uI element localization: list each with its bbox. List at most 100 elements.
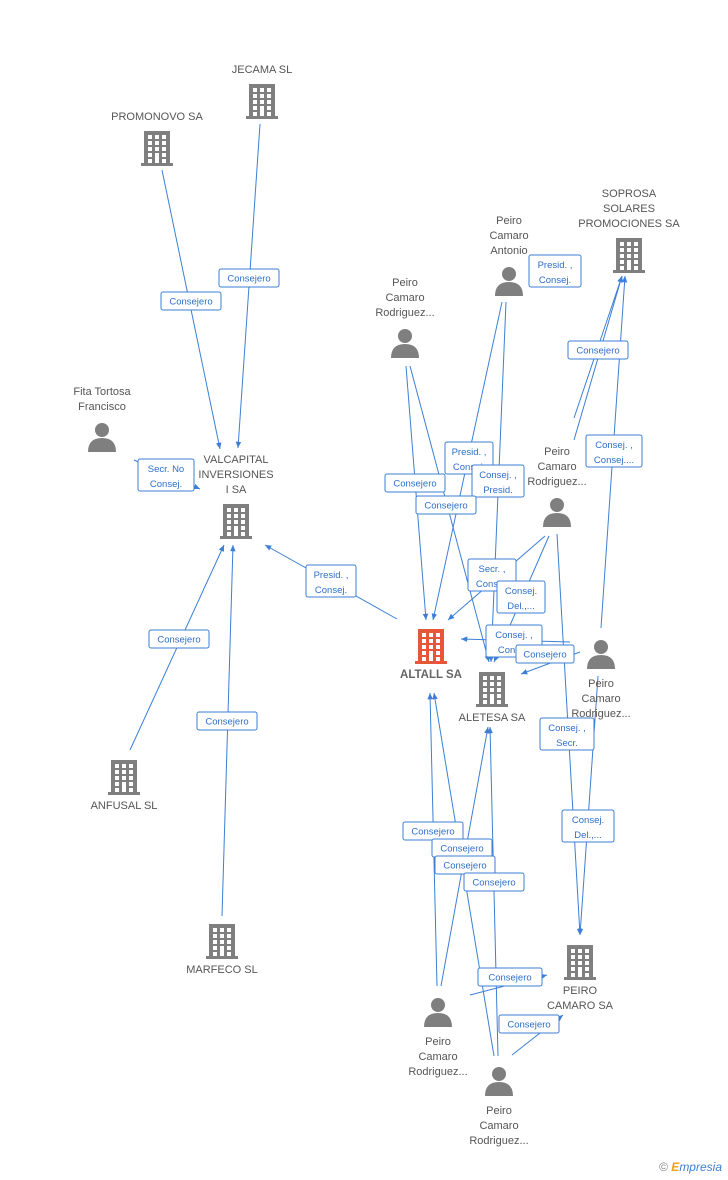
edge-label-text: Consejero bbox=[507, 1020, 550, 1031]
edge-label-box[interactable] bbox=[463, 872, 525, 892]
edge-label-box[interactable] bbox=[561, 809, 615, 843]
edge-label[interactable]: Consejero bbox=[415, 495, 477, 515]
edge-label-box[interactable] bbox=[477, 967, 543, 987]
node-label: ANFUSAL SL bbox=[91, 800, 158, 812]
person-icon[interactable] bbox=[424, 998, 452, 1027]
edge-label[interactable]: Consejero bbox=[160, 291, 222, 311]
person-icon[interactable] bbox=[495, 267, 523, 296]
node-aletesa[interactable]: ALETESA SA bbox=[459, 672, 526, 724]
building-icon[interactable] bbox=[564, 945, 596, 980]
edge-label-box[interactable] bbox=[539, 717, 595, 751]
building-icon[interactable] bbox=[476, 672, 508, 707]
node-label: Rodriguez... bbox=[571, 708, 630, 720]
edge-peiro_r3-to-peiro_camaro_sa bbox=[577, 675, 599, 936]
edge-label[interactable]: Consej. ,Secr. bbox=[539, 717, 595, 751]
edge-label[interactable]: Consej.Del.,... bbox=[561, 809, 615, 843]
edge-label[interactable]: Consej. ,Consej.... bbox=[585, 434, 643, 468]
edge-label-box[interactable] bbox=[585, 434, 643, 468]
person-icon[interactable] bbox=[543, 498, 571, 527]
edge-label-text: Del.,... bbox=[574, 830, 601, 841]
person-icon[interactable] bbox=[88, 423, 116, 452]
node-label: Antonio bbox=[490, 245, 527, 257]
edge-label[interactable]: Consejero bbox=[498, 1014, 560, 1034]
node-jecama[interactable]: JECAMA SL bbox=[232, 64, 293, 119]
edge-label-box[interactable] bbox=[196, 711, 258, 731]
edge-label[interactable]: Consejero bbox=[402, 821, 464, 841]
node-label: INVERSIONES bbox=[198, 469, 273, 481]
node-altall[interactable]: ALTALL SA bbox=[400, 629, 462, 681]
edge-label-text: Consej.... bbox=[594, 455, 634, 466]
node-label: SOPROSA bbox=[602, 188, 657, 200]
edge-label-box[interactable] bbox=[471, 464, 525, 498]
building-icon[interactable] bbox=[613, 238, 645, 273]
edge-label-text: Consejero bbox=[523, 650, 566, 661]
edge-label-box[interactable] bbox=[498, 1014, 560, 1034]
node-promonovo[interactable]: PROMONOVO SA bbox=[111, 111, 203, 166]
edge-label-text: Consejero bbox=[440, 844, 483, 855]
edge-label-text: Consejero bbox=[411, 827, 454, 838]
node-peiro-r4[interactable]: PeiroCamaroRodriguez... bbox=[408, 998, 468, 1078]
building-icon[interactable] bbox=[141, 131, 173, 166]
node-label: Peiro bbox=[392, 277, 418, 289]
node-label: Camaro bbox=[489, 230, 528, 242]
edge-label[interactable]: Consej. ,Presid. bbox=[471, 464, 525, 498]
person-icon[interactable] bbox=[391, 329, 419, 358]
edge-label[interactable]: Consejero bbox=[515, 644, 575, 664]
edge-label[interactable]: Consej.Del.,... bbox=[496, 580, 546, 614]
node-label: PROMOCIONES SA bbox=[578, 218, 680, 230]
edge-label[interactable]: Consejero bbox=[463, 872, 525, 892]
node-peiro-r2[interactable]: PeiroCamaroRodriguez... bbox=[527, 446, 587, 527]
building-icon[interactable] bbox=[108, 760, 140, 795]
edge-label-box[interactable] bbox=[496, 580, 546, 614]
edge-label-box[interactable] bbox=[567, 340, 629, 360]
edge-label[interactable]: Consejero bbox=[148, 629, 210, 649]
node-label: SOLARES bbox=[603, 203, 655, 215]
edge-label-box[interactable] bbox=[137, 458, 195, 492]
node-peiro-r5[interactable]: PeiroCamaroRodriguez... bbox=[469, 1067, 529, 1147]
building-icon[interactable] bbox=[220, 504, 252, 539]
edge-label-text: Consej. bbox=[539, 275, 571, 286]
node-marfeco[interactable]: MARFECO SL bbox=[186, 924, 258, 976]
edge-label[interactable]: Consejero bbox=[434, 855, 496, 875]
edge-label-box[interactable] bbox=[515, 644, 575, 664]
edge-label[interactable]: Consejero bbox=[196, 711, 258, 731]
nodes-layer: JECAMA SL PROMONOVO SA SOPROSA SOLARES PROMO… bbox=[73, 64, 680, 1147]
node-anfusal[interactable]: ANFUSAL SL bbox=[91, 760, 158, 812]
building-icon[interactable] bbox=[206, 924, 238, 959]
edge-label-box[interactable] bbox=[305, 564, 357, 598]
node-label: Rodriguez... bbox=[408, 1066, 467, 1078]
person-icon[interactable] bbox=[485, 1067, 513, 1096]
node-peiro-r1[interactable]: PeiroCamaroRodriguez... bbox=[375, 277, 435, 358]
edge-label-box[interactable] bbox=[415, 495, 477, 515]
building-icon[interactable] bbox=[415, 629, 447, 664]
edge-label[interactable]: Consejero bbox=[384, 473, 446, 493]
edge-label[interactable]: Consejero bbox=[218, 268, 280, 288]
edge-label[interactable]: Consejero bbox=[431, 838, 493, 858]
node-peiro-r3[interactable]: PeiroCamaroRodriguez... bbox=[571, 640, 631, 720]
node-label: Rodriguez... bbox=[375, 307, 434, 319]
edge-label-text: Consej. bbox=[315, 585, 347, 596]
edge-label[interactable]: Presid. ,Consej. bbox=[528, 254, 582, 288]
edge-label-text: Presid. , bbox=[314, 570, 349, 581]
edge-label-box[interactable] bbox=[148, 629, 210, 649]
edge-label-box[interactable] bbox=[528, 254, 582, 288]
building-icon[interactable] bbox=[246, 84, 278, 119]
edge-label-box[interactable] bbox=[160, 291, 222, 311]
node-label: VALCAPITAL bbox=[203, 454, 268, 466]
node-soprosa[interactable]: SOPROSA SOLARES PROMOCIONES SA bbox=[578, 188, 680, 273]
edge-label-box[interactable] bbox=[218, 268, 280, 288]
brand-initial: E bbox=[671, 1160, 680, 1174]
edge-label-text: Presid. , bbox=[452, 447, 487, 458]
node-label: Rodriguez... bbox=[527, 476, 586, 488]
edge-label[interactable]: Presid. , Consej. bbox=[305, 564, 357, 598]
edge-label[interactable]: Consejero bbox=[477, 967, 543, 987]
person-icon[interactable] bbox=[587, 640, 615, 669]
edge-label-text: Consejero bbox=[576, 346, 619, 357]
edge-label[interactable]: Consejero bbox=[567, 340, 629, 360]
edge-label-box[interactable] bbox=[384, 473, 446, 493]
